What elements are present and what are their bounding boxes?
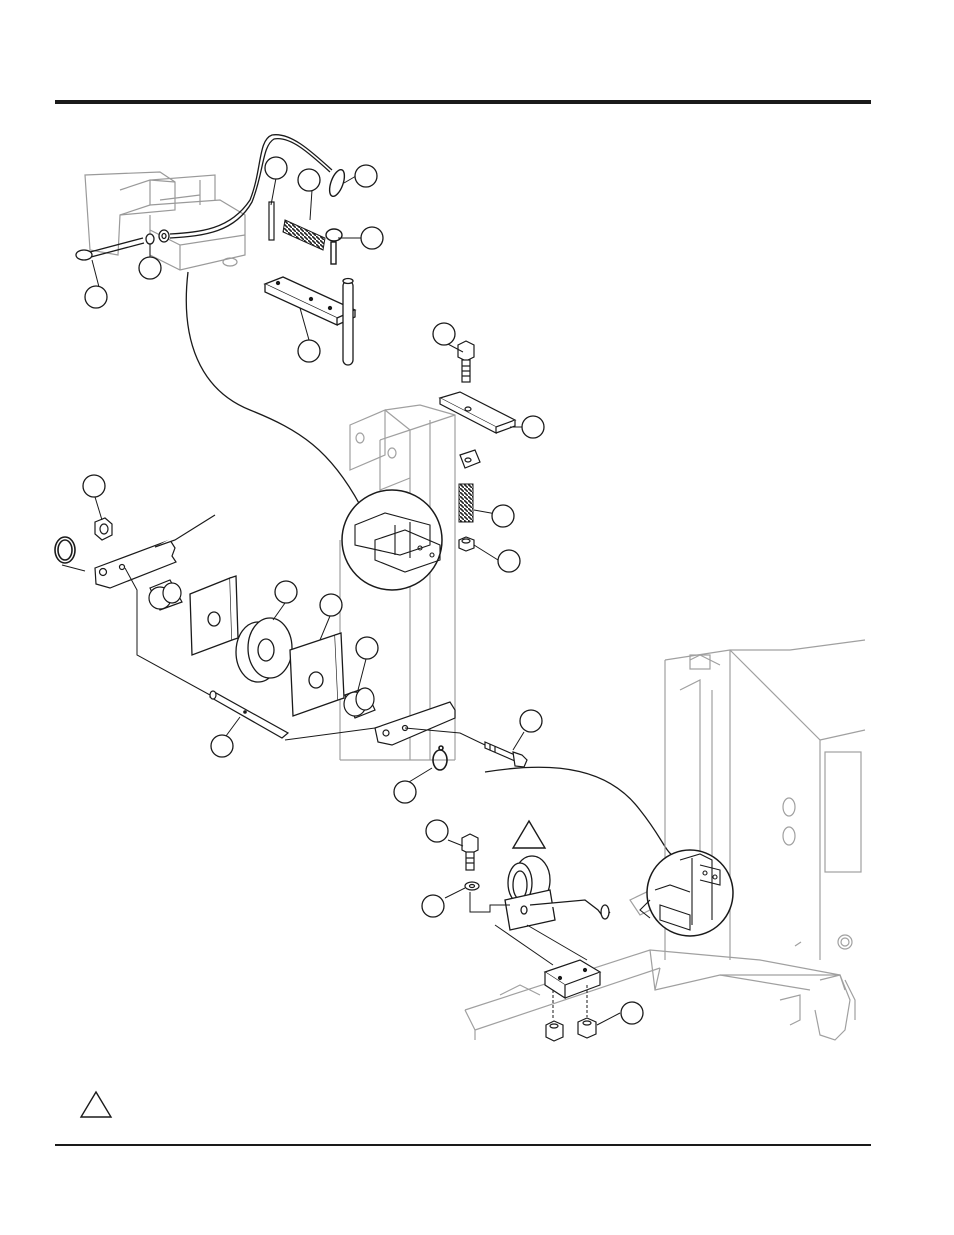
callout-bubble <box>394 781 416 803</box>
pulley-bolt <box>485 742 527 767</box>
winch <box>505 856 610 930</box>
spacer-left <box>149 580 182 610</box>
callout-bubble <box>498 550 520 572</box>
callout-bubble <box>211 735 233 757</box>
callout-bubble <box>85 286 107 308</box>
callout-bubble <box>275 581 297 603</box>
warning-triangle-winch <box>513 821 545 848</box>
winch-bolt <box>462 834 478 870</box>
arm-right <box>375 702 455 745</box>
detail-circle-lower <box>640 850 733 936</box>
lock-nut-left <box>95 518 112 540</box>
callout-bubble <box>356 637 378 659</box>
snap-ring-right <box>433 746 447 770</box>
latch-bolt <box>458 341 474 382</box>
snap-ring-left <box>55 537 75 563</box>
callout-bubble <box>139 257 161 279</box>
callout-bubble <box>621 1002 643 1024</box>
latch-nut <box>459 537 474 551</box>
callout-bubble <box>298 340 320 362</box>
callout-bubble <box>361 227 383 249</box>
leader-line-lower <box>485 767 672 855</box>
spacer-right <box>344 688 375 718</box>
callout-bubble <box>492 505 514 527</box>
warning-triangle-note <box>81 1092 111 1117</box>
arm-left <box>95 515 215 588</box>
compression-spring <box>283 220 325 250</box>
side-plate-left <box>190 576 238 655</box>
pulley-axle <box>210 691 288 738</box>
callout-bubble <box>520 710 542 732</box>
callout-bubble <box>355 165 377 187</box>
callout-bubble <box>522 416 544 438</box>
callout-bubble <box>433 323 455 345</box>
trailer-tongue-background <box>465 950 855 1040</box>
callout-bubble <box>265 157 287 179</box>
lock-pin-ring <box>326 168 347 264</box>
pulley-sheave <box>236 618 292 682</box>
callout-bubble <box>320 594 342 616</box>
hitch-receiver-background <box>85 172 245 270</box>
callout-bubble <box>422 895 444 917</box>
detail-circle-upper <box>342 490 442 590</box>
roll-pin <box>269 202 274 240</box>
callout-bubble <box>83 475 105 497</box>
side-plate-right <box>290 633 344 716</box>
latch-plate <box>440 392 515 468</box>
winch-lock-nuts <box>546 1018 596 1041</box>
callout-bubble <box>426 820 448 842</box>
winch-washer <box>465 882 479 890</box>
latch-spring <box>459 484 473 522</box>
callout-bubble <box>298 169 320 191</box>
